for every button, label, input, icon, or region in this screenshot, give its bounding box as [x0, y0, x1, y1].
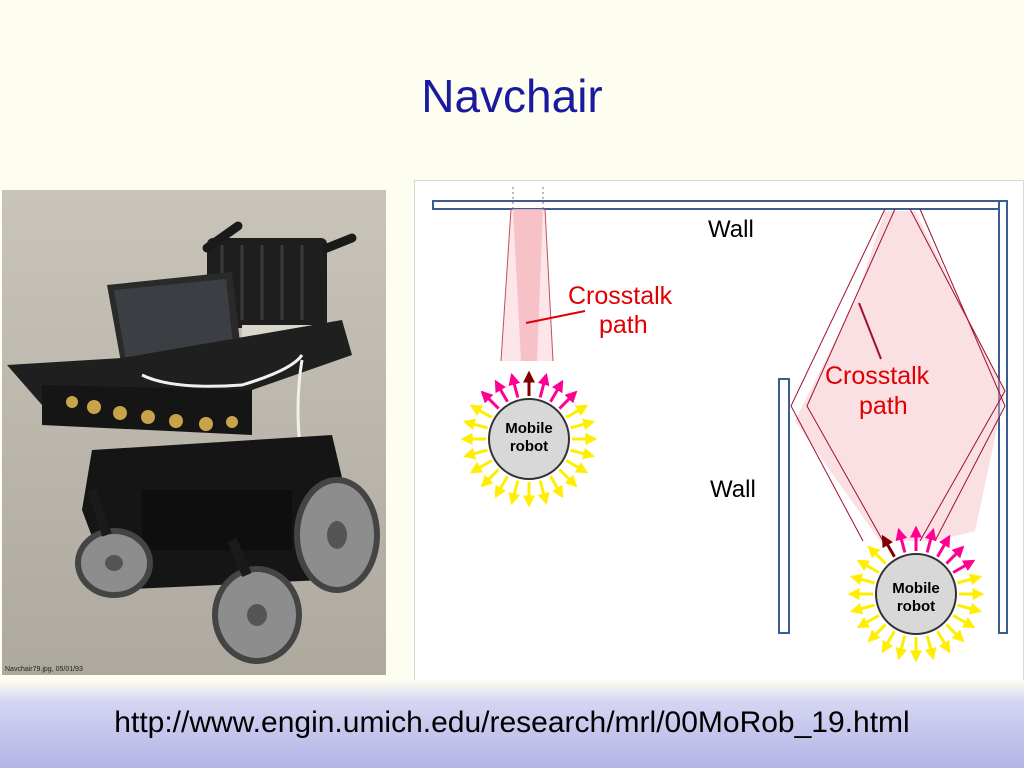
- sensor-arrow: [480, 390, 500, 410]
- sensor-arrow: [570, 447, 596, 460]
- footer-url[interactable]: http://www.engin.umich.edu/research/mrl/…: [114, 706, 910, 739]
- wall-label-side: Wall: [710, 476, 756, 503]
- sensor-arrow: [565, 404, 589, 419]
- sensor-arrow: [895, 635, 908, 661]
- left-beam: [513, 209, 543, 361]
- sensor-arrow: [508, 372, 521, 398]
- sensor-arrow: [881, 630, 896, 654]
- sensor-arrow: [957, 573, 983, 586]
- sensor-arrow: [469, 459, 493, 474]
- sensor-arrow: [849, 573, 875, 586]
- sensor-arrow: [537, 480, 550, 506]
- sensor-arrow: [881, 534, 896, 558]
- sensor-arrow: [469, 404, 493, 419]
- mobile-robot-right: [847, 525, 985, 663]
- navchair-photo: Navchair79.jpg, 05/01/93: [2, 190, 386, 675]
- sensor-arrow: [558, 468, 578, 488]
- sensor-arrow: [867, 545, 887, 565]
- sensor-arrow: [957, 602, 983, 615]
- crosstalk-path-left: path: [599, 311, 648, 339]
- sensor-arrow: [565, 459, 589, 474]
- sensor-arrow: [924, 635, 937, 661]
- sensor-arrow: [856, 559, 880, 574]
- sensor-arrow: [849, 602, 875, 615]
- sensor-arrow: [856, 614, 880, 629]
- sensor-arrow: [952, 559, 976, 574]
- crosstalk-path-right: path: [859, 392, 908, 420]
- robot-body: [875, 553, 957, 635]
- sensor-arrow: [895, 527, 908, 553]
- sensor-arrow: [936, 534, 951, 558]
- sensor-arrow: [952, 614, 976, 629]
- crosstalk-diagram: Wall Wall Crosstalk path Crosstalk path …: [414, 180, 1024, 686]
- robot-label-left-2: robot: [510, 438, 548, 455]
- sensor-arrow: [945, 623, 965, 643]
- sensor-arrow: [945, 545, 965, 565]
- right-beam: [795, 211, 1005, 541]
- crosstalk-label-right: Crosstalk: [825, 362, 930, 390]
- sensor-arrow: [462, 447, 488, 460]
- crosstalk-label-left: Crosstalk: [568, 282, 673, 310]
- sensor-arrow: [936, 630, 951, 654]
- photo-caption: Navchair79.jpg, 05/01/93: [5, 666, 83, 673]
- sensor-arrow: [508, 480, 521, 506]
- robot-label-right-2: robot: [897, 598, 935, 615]
- sensor-arrow: [494, 475, 509, 499]
- sensor-arrow: [549, 379, 564, 403]
- sensor-arrow: [549, 475, 564, 499]
- sensor-arrow: [494, 379, 509, 403]
- sensor-arrow: [558, 390, 578, 410]
- robot-label-left-1: Mobile: [505, 420, 553, 437]
- sensor-arrow: [480, 468, 500, 488]
- robot-label-right-1: Mobile: [892, 580, 940, 597]
- sensor-arrow: [570, 418, 596, 431]
- top-wall: [432, 200, 1008, 210]
- footer-band: [0, 680, 1024, 768]
- sensor-arrow: [924, 527, 937, 553]
- wall-label-top: Wall: [708, 216, 754, 243]
- right-wall: [998, 200, 1008, 634]
- slide-title: Navchair: [421, 70, 603, 122]
- side-wall: [778, 378, 790, 634]
- robot-body: [488, 398, 570, 480]
- sensor-arrow: [867, 623, 887, 643]
- mobile-robot-left: [460, 370, 598, 508]
- sensor-arrow: [462, 418, 488, 431]
- sensor-arrow: [537, 372, 550, 398]
